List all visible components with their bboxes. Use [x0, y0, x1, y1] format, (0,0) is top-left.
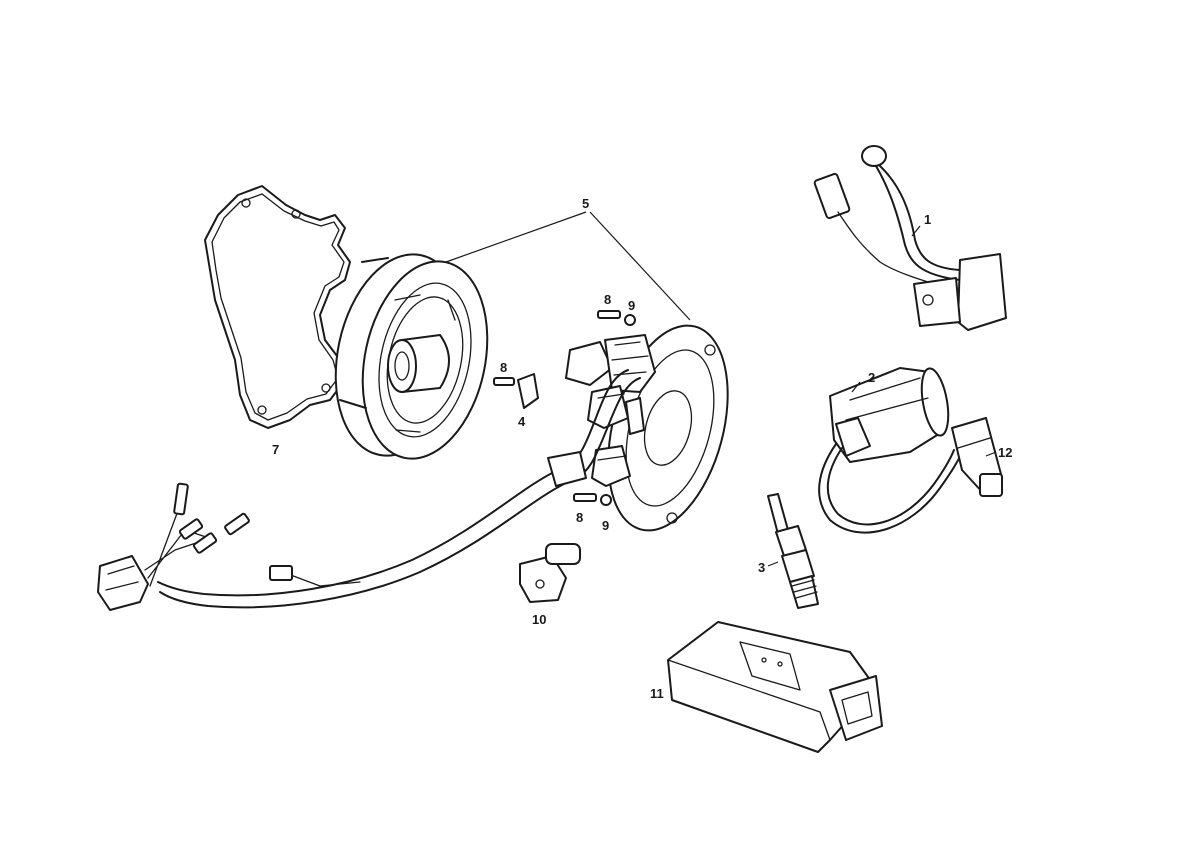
callout-8b: 8 [500, 360, 507, 375]
wiring-harness-part [97, 369, 641, 611]
cdi-unit-part [667, 621, 883, 753]
callout-labels: 1 2 3 4 5 7 8 8 8 9 9 10 11 12 [272, 196, 1012, 701]
callout-2: 2 [868, 370, 875, 385]
screws-washers-part [493, 310, 636, 506]
callout-4: 4 [518, 414, 526, 429]
callout-12: 12 [998, 445, 1012, 460]
stator-plate-part [565, 324, 729, 532]
callout-10: 10 [532, 612, 546, 627]
callout-1: 1 [924, 212, 931, 227]
pickup-sensor-part [519, 543, 581, 603]
callout-3: 3 [758, 560, 765, 575]
callout-9a: 9 [628, 298, 635, 313]
flywheel-rotor-part [334, 253, 489, 460]
regulator-part [813, 145, 1007, 331]
cover-gasket-part [204, 185, 351, 429]
callout-8c: 8 [576, 510, 583, 525]
callout-9b: 9 [602, 518, 609, 533]
leader-lines [445, 211, 997, 567]
callout-7: 7 [272, 442, 279, 457]
callout-8a: 8 [604, 292, 611, 307]
ignition-coil-part [818, 367, 1003, 534]
callout-11: 11 [650, 686, 664, 701]
spark-plug-part [767, 493, 819, 609]
callout-5: 5 [582, 196, 589, 211]
